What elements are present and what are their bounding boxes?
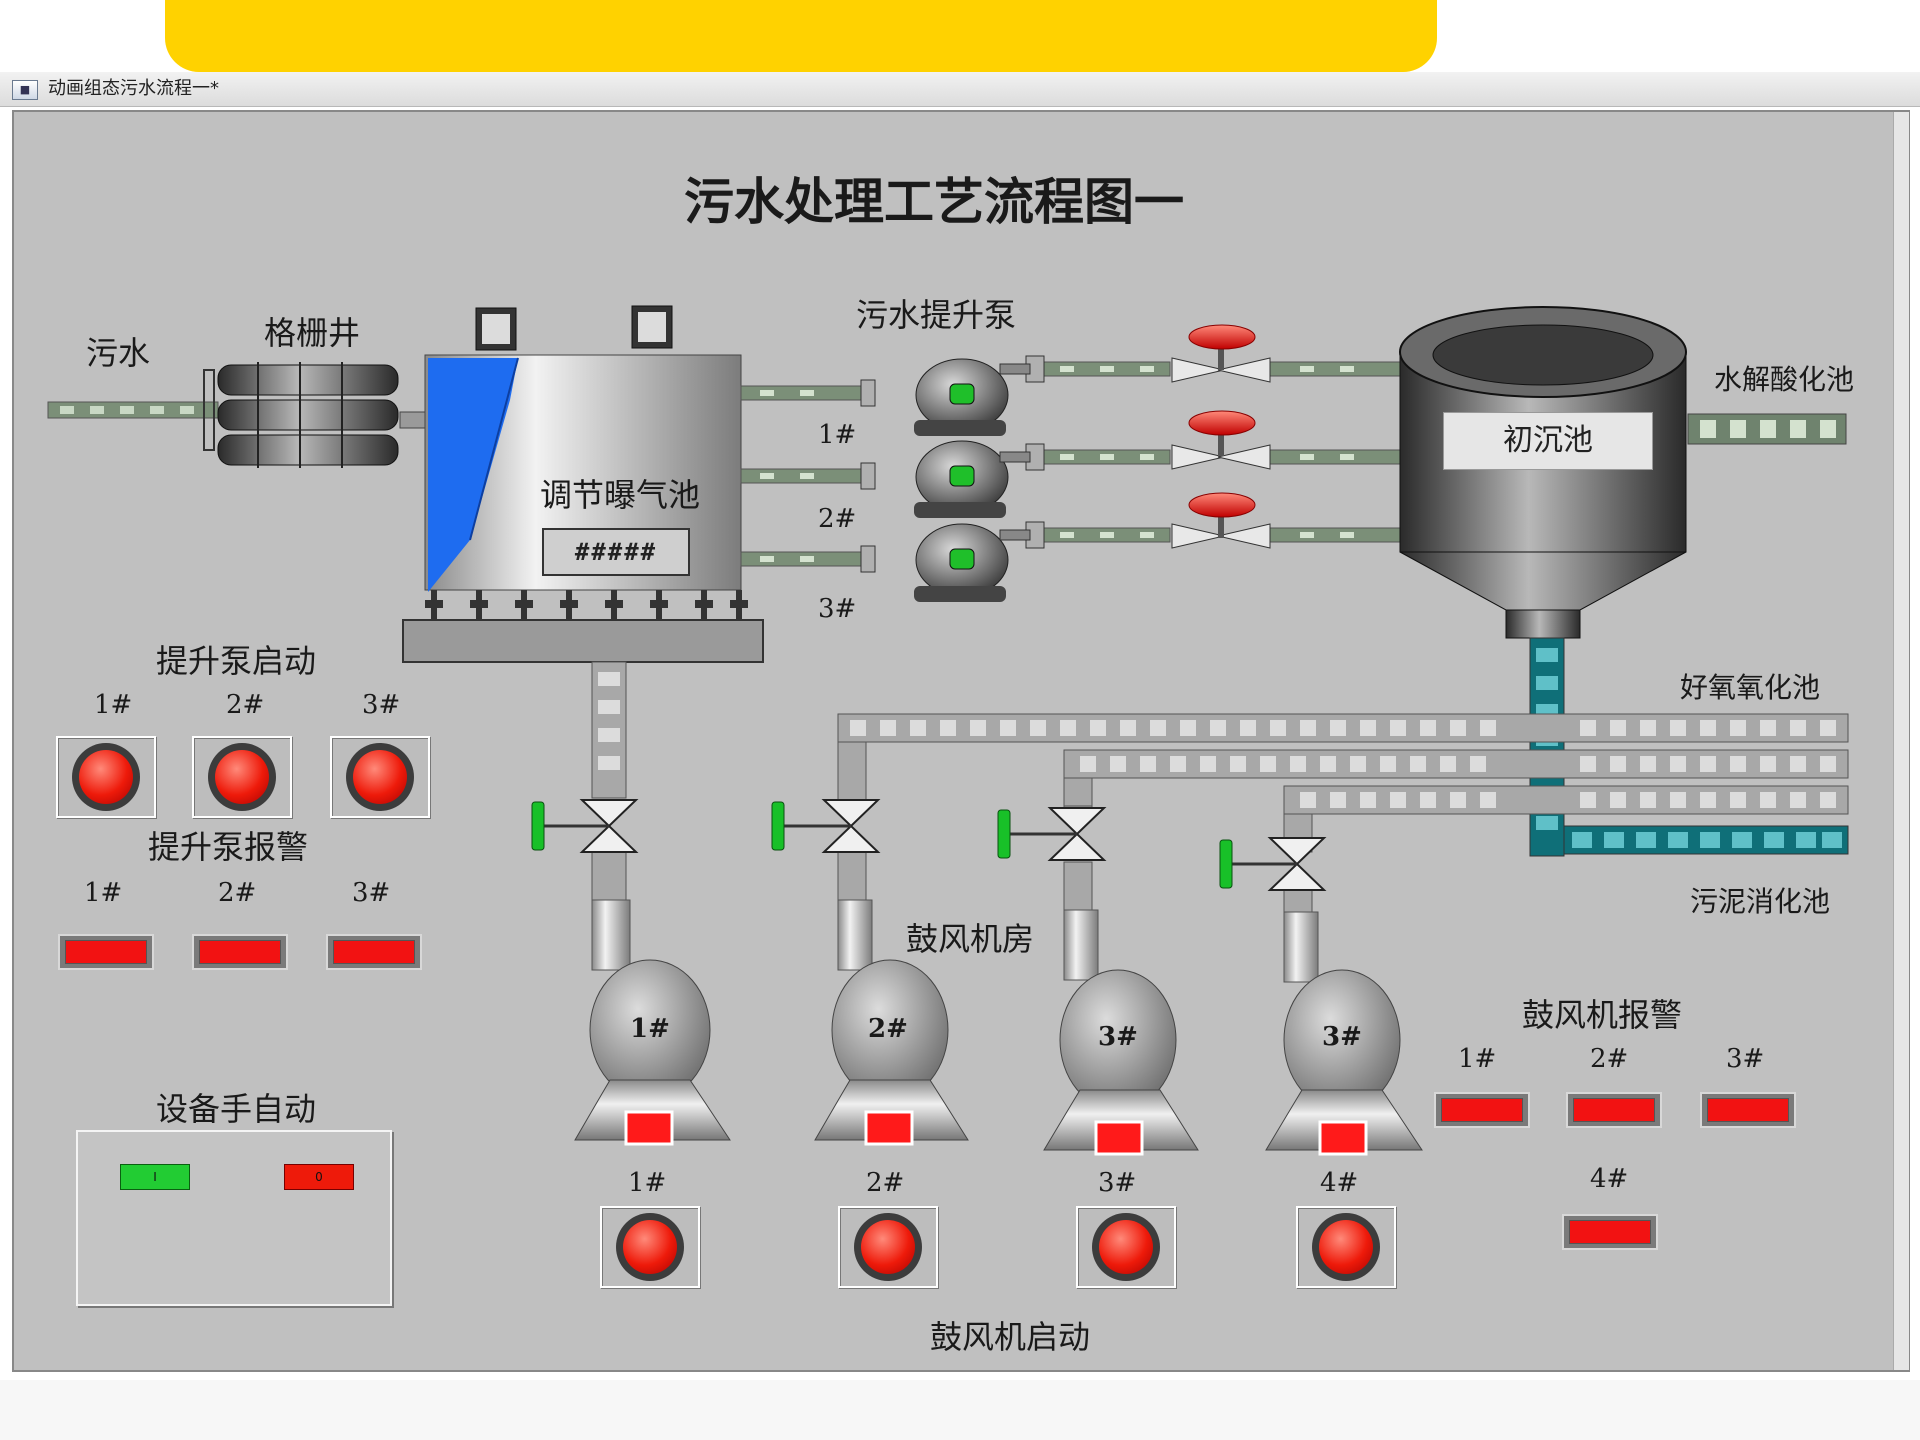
blower-4-start-button[interactable] xyxy=(1296,1206,1396,1288)
blower-start-label: 3# xyxy=(1098,1168,1137,1198)
blower-alarm-label: 1# xyxy=(1458,1044,1497,1074)
pump-number: 3# xyxy=(818,594,857,624)
window-icon: ■ xyxy=(12,80,38,100)
lift-pump-start-title: 提升泵启动 xyxy=(156,642,317,680)
manual-indicator: I xyxy=(120,1164,190,1190)
blower-1-alarm-indicator xyxy=(1434,1092,1530,1128)
blower-alarm-title: 鼓风机报警 xyxy=(1522,996,1683,1034)
label-grille-well: 格栅井 xyxy=(264,314,361,352)
blower-number: 3# xyxy=(1098,1022,1138,1052)
window-titlebar xyxy=(0,72,1920,107)
auto-indicator: 0 xyxy=(284,1164,354,1190)
label-lift-pump: 污水提升泵 xyxy=(856,296,1017,334)
blower-4-alarm-indicator xyxy=(1562,1214,1658,1250)
pump-number: 2# xyxy=(818,504,857,534)
blower-number: 3# xyxy=(1322,1022,1362,1052)
blower-start-label: 2# xyxy=(866,1168,905,1198)
lift-pump-2-start-button[interactable] xyxy=(192,736,292,818)
manual-auto-title: 设备手自动 xyxy=(156,1090,317,1128)
blower-number: 1# xyxy=(630,1014,670,1044)
blower-start-label: 4# xyxy=(1320,1168,1359,1198)
label-regulating-tank: 调节曝气池 xyxy=(540,476,701,514)
blower-alarm-label: 2# xyxy=(1590,1044,1629,1074)
label-hydrolysis-tank: 水解酸化池 xyxy=(1714,363,1855,396)
diagram-title: 污水处理工艺流程图一 xyxy=(684,172,1184,231)
blower-2-alarm-indicator xyxy=(1566,1092,1662,1128)
label-sewage: 污水 xyxy=(86,334,151,372)
manual-auto-panel[interactable] xyxy=(76,1130,392,1306)
blower-2-start-button[interactable] xyxy=(838,1206,938,1288)
label-blower-room: 鼓风机房 xyxy=(906,920,1035,958)
lift-pump-1-start-button[interactable] xyxy=(56,736,156,818)
lift-pump-alarm-label: 1# xyxy=(84,878,123,908)
lift-pump-alarm-title: 提升泵报警 xyxy=(148,828,309,866)
lift-pump-alarm-label: 2# xyxy=(218,878,257,908)
lift-pump-start-label: 2# xyxy=(226,690,265,720)
blower-alarm-label: 4# xyxy=(1590,1164,1629,1194)
inlet-pipe xyxy=(47,369,219,451)
blower-group xyxy=(531,661,1423,1156)
regulating-tank-value: ##### xyxy=(542,528,690,576)
bottom-area xyxy=(0,1380,1920,1440)
label-aerobic-tank: 好氧氧化池 xyxy=(1680,671,1821,704)
pump-number: 1# xyxy=(818,420,857,450)
primary-tank xyxy=(1399,306,1847,639)
blower-3-alarm-indicator xyxy=(1700,1092,1796,1128)
lift-pump-lines xyxy=(740,324,1403,602)
blower-start-title: 鼓风机启动 xyxy=(930,1318,1091,1356)
blower-alarm-label: 3# xyxy=(1726,1044,1765,1074)
lift-pump-2-alarm-indicator xyxy=(192,934,288,970)
lift-pump-3-alarm-indicator xyxy=(326,934,422,970)
label-primary-tank: 初沉池 xyxy=(1443,412,1653,470)
lift-pump-3-start-button[interactable] xyxy=(330,736,430,818)
top-banner xyxy=(165,0,1437,72)
window-title: 动画组态污水流程一* xyxy=(48,78,219,99)
blower-3-start-button[interactable] xyxy=(1076,1206,1176,1288)
lift-pump-alarm-label: 3# xyxy=(352,878,391,908)
grille-well xyxy=(217,362,427,468)
blower-number: 2# xyxy=(868,1014,908,1044)
blower-1-start-button[interactable] xyxy=(600,1206,700,1288)
lift-pump-start-label: 3# xyxy=(362,690,401,720)
lift-pump-start-label: 1# xyxy=(94,690,133,720)
lift-pump-1-alarm-indicator xyxy=(58,934,154,970)
label-sludge-tank: 污泥消化池 xyxy=(1690,885,1831,918)
blower-start-label: 1# xyxy=(628,1168,667,1198)
vertical-scrollbar[interactable] xyxy=(1893,112,1909,1370)
